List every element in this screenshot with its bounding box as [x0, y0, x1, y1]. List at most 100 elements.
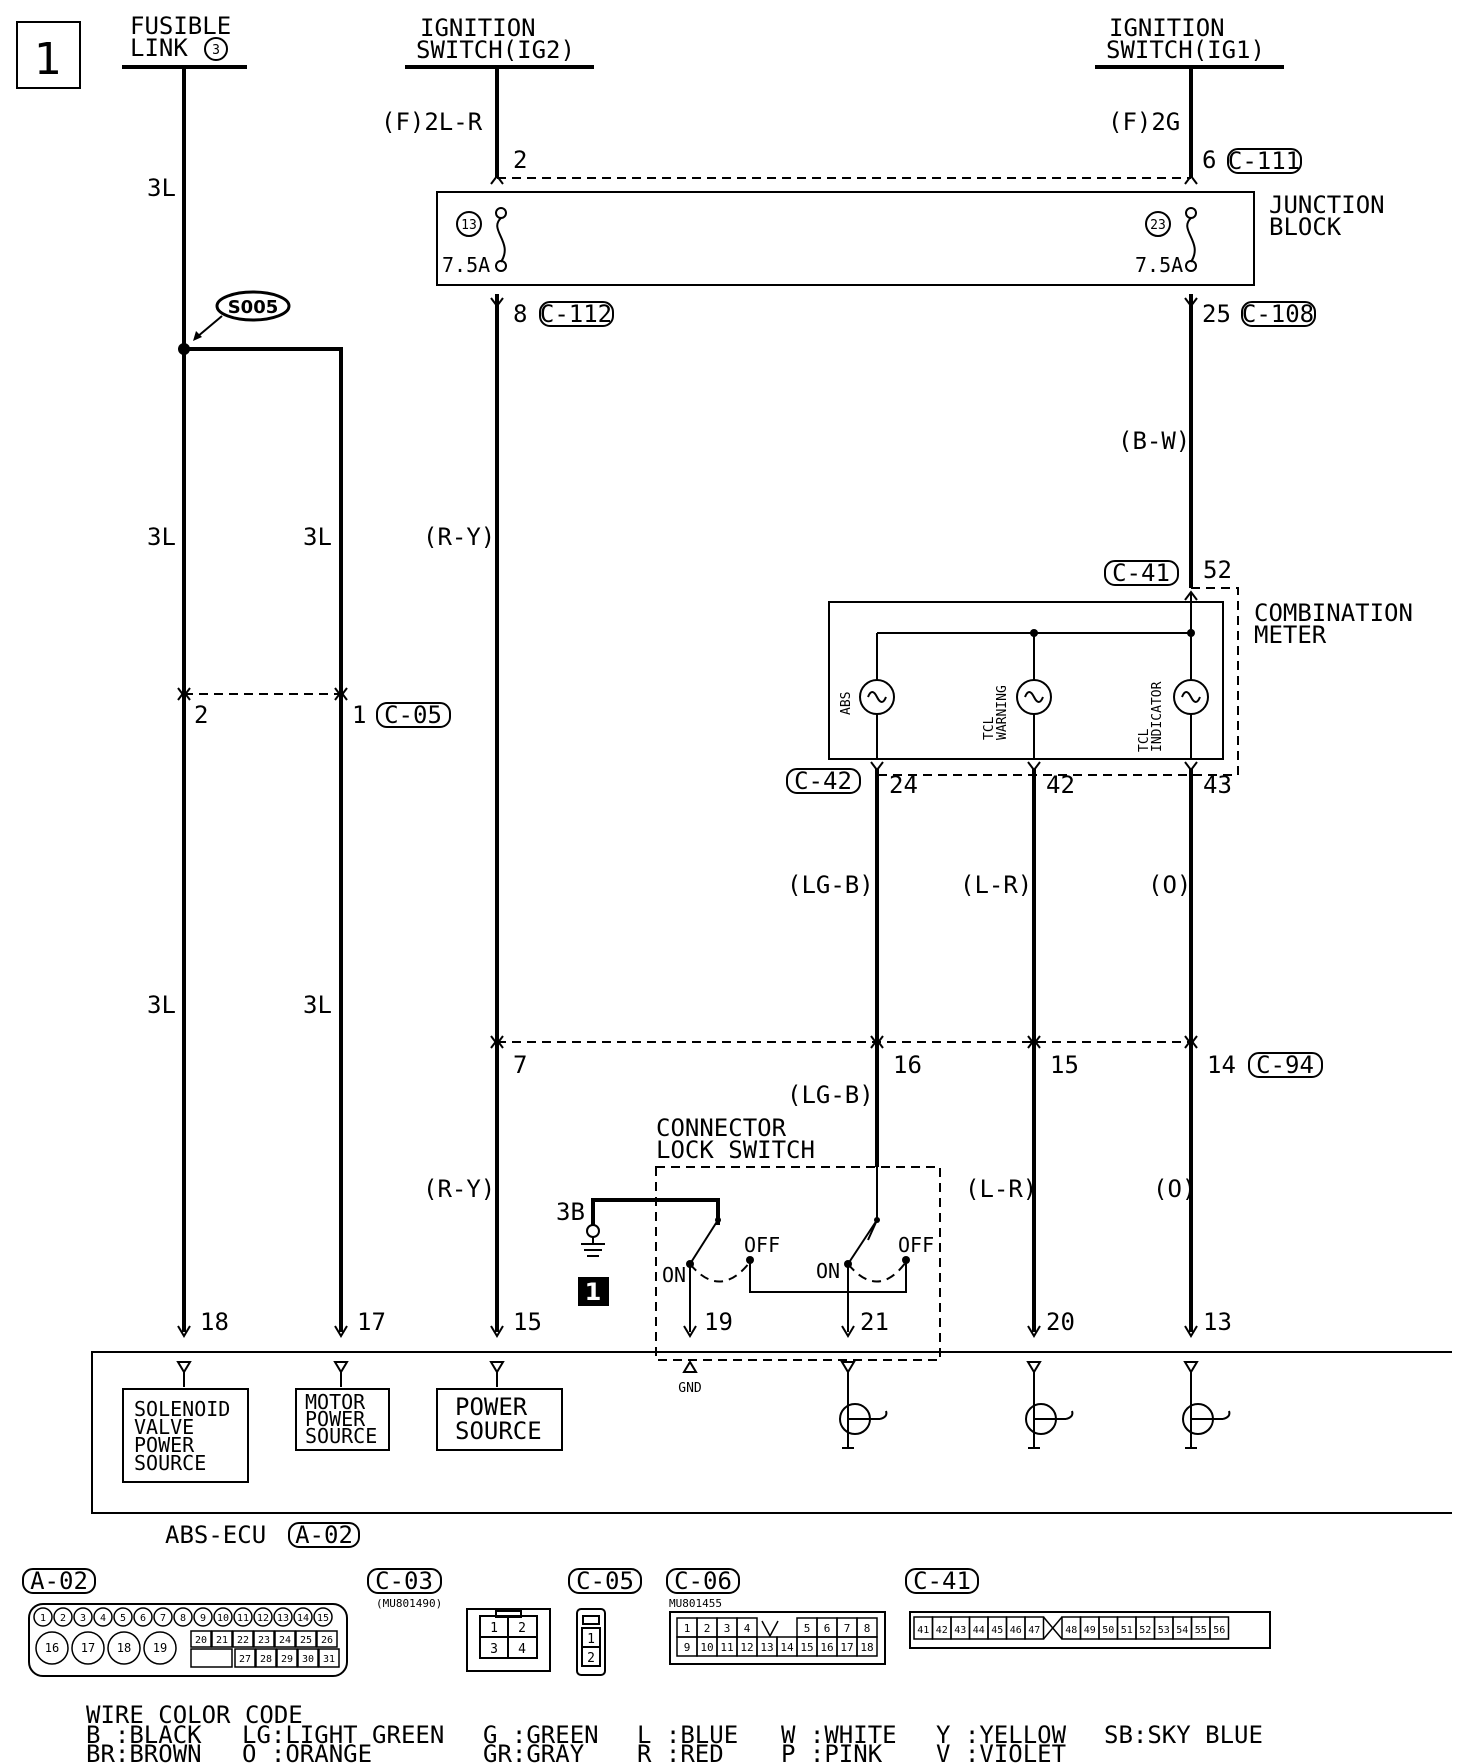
a02-pin [153, 1607, 173, 1627]
svg-text:3L: 3L [147, 523, 176, 551]
c41-pin-label: 48 [1065, 1625, 1077, 1636]
a02-pin [233, 1607, 253, 1627]
svg-text:MU801455: MU801455 [669, 1597, 722, 1610]
a02-pin-label: 15 [317, 1613, 329, 1624]
svg-text:(O): (O) [1153, 1175, 1196, 1203]
a02-pin-label: 18 [117, 1641, 131, 1655]
c06-pin-label: 18 [860, 1641, 873, 1654]
svg-text:LOCK SWITCH: LOCK SWITCH [656, 1136, 815, 1164]
svg-text:R :RED: R :RED [637, 1740, 724, 1764]
svg-text:(O): (O) [1148, 871, 1191, 899]
connector-c94-break [490, 1035, 1198, 1049]
a02-pin-label: 14 [297, 1613, 309, 1624]
a02-pin-label: 19 [153, 1641, 167, 1655]
svg-text:C-94: C-94 [1256, 1051, 1314, 1079]
page-number-box [16, 21, 81, 89]
junction-block: JUNCTION BLOCK [436, 174, 1385, 308]
svg-text:POWER: POWER [134, 1433, 195, 1457]
svg-text:2: 2 [587, 1651, 595, 1666]
a02-pin [173, 1607, 193, 1627]
fuse-13: 13 7.5A [442, 207, 507, 277]
a02-pin-label: 10 [217, 1613, 229, 1624]
svg-text:LINK: LINK [130, 34, 188, 62]
abs-ecu: GND ABS-ECU [91, 1351, 1452, 1549]
c41-pin-label: 53 [1158, 1625, 1170, 1636]
c06-pin-label: 3 [724, 1622, 731, 1635]
c41-pin-label: 41 [917, 1625, 929, 1636]
a02-pin-label: 29 [281, 1654, 293, 1665]
c06-pin-label: 4 [744, 1622, 751, 1635]
ecu-terminal-arrows [177, 1325, 1198, 1338]
a02-pin-label: 21 [216, 1635, 228, 1646]
svg-text:15: 15 [1050, 1051, 1079, 1079]
a02-pin-label: 28 [260, 1654, 272, 1665]
c41-pin-label: 42 [936, 1625, 948, 1636]
connector-tag-c41: C-41 [1104, 559, 1179, 587]
a02-pin [190, 1630, 212, 1648]
a02-pin-label: 30 [302, 1654, 314, 1665]
svg-text:ABS: ABS [839, 692, 854, 715]
a02-pin [274, 1630, 296, 1648]
svg-text:SOURCE: SOURCE [305, 1424, 377, 1448]
svg-text:WIRE COLOR CODE: WIRE COLOR CODE [86, 1701, 303, 1729]
connector-lock-switch: CONNECTOR LOCK SWITCH ON OFF ON OFF 3B [556, 1114, 941, 1361]
svg-text:IGNITION: IGNITION [1109, 14, 1225, 42]
svg-text:VALVE: VALVE [134, 1415, 194, 1439]
c41-pin-label: 43 [954, 1625, 966, 1636]
c06-key [761, 1620, 779, 1638]
c06-pin-label: 7 [844, 1622, 851, 1635]
a02-pin [33, 1607, 53, 1627]
svg-text:25: 25 [1202, 300, 1231, 328]
svg-text:52: 52 [1203, 556, 1232, 584]
svg-text:13: 13 [461, 218, 477, 233]
svg-text:METER: METER [1254, 621, 1327, 649]
svg-text:C-42: C-42 [794, 767, 852, 795]
a02-pin [313, 1607, 333, 1627]
svg-text:BLOCK: BLOCK [1269, 213, 1342, 241]
c41-pin-label: 52 [1139, 1625, 1151, 1636]
a02-pin [71, 1631, 105, 1665]
svg-text:Y :YELLOW: Y :YELLOW [936, 1721, 1067, 1749]
svg-text:24: 24 [889, 771, 918, 799]
c06-pin-label: 1 [684, 1622, 691, 1635]
a02-pin-label: 4 [100, 1613, 106, 1624]
svg-text:(F)2L-R: (F)2L-R [381, 108, 483, 136]
svg-text:1: 1 [585, 1278, 602, 1306]
c41-pin-label: 45 [991, 1625, 1003, 1636]
svg-text:20: 20 [1046, 1308, 1075, 1336]
svg-text:2: 2 [513, 146, 527, 174]
a02-pin [318, 1648, 340, 1668]
a02-pin-label: 7 [160, 1613, 166, 1624]
svg-text:FUSIBLE: FUSIBLE [130, 12, 231, 40]
a02-pin-label: 31 [323, 1654, 335, 1665]
svg-text:A-02: A-02 [30, 1567, 88, 1595]
svg-text:2: 2 [194, 701, 208, 729]
svg-text:(LG-B): (LG-B) [787, 1081, 874, 1109]
svg-text:1: 1 [490, 1621, 498, 1636]
svg-text:ON: ON [662, 1263, 686, 1287]
a02-pin-label: 25 [300, 1635, 312, 1646]
wire-splice-17 [184, 347, 343, 1332]
a02-pin-label: 24 [279, 1635, 291, 1646]
svg-text:V :VIOLET: V :VIOLET [936, 1740, 1066, 1764]
svg-text:JUNCTION: JUNCTION [1269, 191, 1385, 219]
connector-c05-break [177, 687, 348, 701]
svg-text:1: 1 [587, 1632, 595, 1647]
a02-pin [93, 1607, 113, 1627]
svg-text:C-03: C-03 [375, 1567, 433, 1595]
svg-text:3L: 3L [147, 174, 176, 202]
a02-pin-label: 17 [81, 1641, 95, 1655]
c41-pin-label: 51 [1121, 1625, 1133, 1636]
svg-text:SOURCE: SOURCE [455, 1417, 542, 1445]
svg-text:SWITCH(IG1): SWITCH(IG1) [1106, 36, 1265, 64]
svg-text:CONNECTOR: CONNECTOR [656, 1114, 787, 1142]
svg-text:TCL: TCL [982, 716, 997, 740]
a02-pin [53, 1607, 73, 1627]
ground-ref-badge: 1 [578, 1277, 609, 1306]
c06-pin-label: 5 [804, 1622, 811, 1635]
a02-pin [133, 1607, 153, 1627]
a02-pin-label: 13 [277, 1613, 289, 1624]
